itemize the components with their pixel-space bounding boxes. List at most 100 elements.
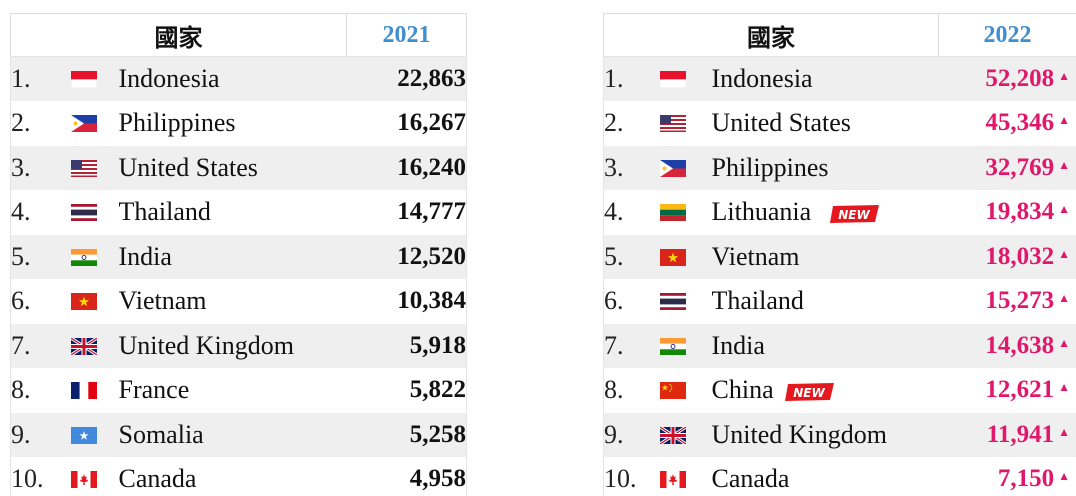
country-name: Indonesia xyxy=(711,56,939,101)
thailand-flag-icon xyxy=(71,204,97,221)
rank-cell: 5. xyxy=(10,234,71,279)
value-text: 45,346 xyxy=(985,109,1055,137)
table-row: 7. India 14,638▲ xyxy=(603,323,1076,368)
country-name: Canada xyxy=(711,464,790,494)
country-name: India xyxy=(118,234,347,279)
india-flag-icon xyxy=(71,249,97,266)
country-name: United Kingdom xyxy=(118,323,347,368)
value-cell: 14,638▲ xyxy=(938,323,1076,368)
country-cell: China NEW xyxy=(712,368,939,413)
table-row: 5. India 12,520 xyxy=(10,234,468,279)
up-triangle-icon: ▲ xyxy=(1058,202,1071,217)
up-triangle-icon: ▲ xyxy=(1058,291,1071,306)
rank-cell: 7. xyxy=(10,323,71,368)
table-header-row: 國家 2022 xyxy=(602,13,1076,57)
up-triangle-icon: ▲ xyxy=(1058,380,1071,395)
table-row: 4. Thailand 14,777 xyxy=(10,190,468,235)
rank-cell: 3. xyxy=(603,145,660,190)
table-row: 3. Philippines 32,769▲ xyxy=(603,145,1076,190)
up-triangle-icon: ▲ xyxy=(1058,157,1071,172)
table-row: 9. Somalia 5,258 xyxy=(10,412,468,457)
year-column-header: 2022 xyxy=(938,13,1076,57)
country-name: Thailand xyxy=(711,286,804,316)
value-cell: 18,032▲ xyxy=(938,234,1076,279)
value-text: 52,208 xyxy=(985,65,1055,92)
value-cell: 7,150▲ xyxy=(938,457,1076,496)
indonesia-flag-icon xyxy=(71,71,97,88)
table-row: 2. Philippines 16,267 xyxy=(10,101,468,146)
value-cell: 12,520 xyxy=(346,234,468,279)
value-cell: 14,777 xyxy=(346,190,468,235)
new-badge-text: NEW xyxy=(793,386,825,400)
value-cell: 4,958 xyxy=(346,457,468,496)
rank-cell: 2. xyxy=(603,101,660,146)
rank-cell: 5. xyxy=(603,234,660,279)
value-cell: 32,769▲ xyxy=(938,145,1076,190)
rank-cell: 8. xyxy=(10,368,71,413)
table-row: 5. Vietnam 18,032▲ xyxy=(603,234,1076,279)
rank-cell: 2. xyxy=(10,101,71,146)
value-text: 14,638 xyxy=(985,331,1055,359)
table-row: 9. United Kingdom 11,941▲ xyxy=(603,412,1076,457)
country-name: United States xyxy=(118,145,347,190)
table-row: 6. Thailand 15,273▲ xyxy=(603,279,1076,324)
table-row: 7. United Kingdom 5,918 xyxy=(10,323,468,368)
country-name: Somalia xyxy=(118,412,347,457)
united-kingdom-flag-icon xyxy=(71,338,97,355)
value-cell: 12,621▲ xyxy=(938,368,1076,413)
value-text: 19,834 xyxy=(985,198,1055,226)
new-badge-text: NEW xyxy=(838,208,870,222)
rank-cell: 6. xyxy=(603,279,660,324)
canada-flag-icon xyxy=(71,471,97,488)
rank-cell: 9. xyxy=(603,412,660,457)
rank-cell: 3. xyxy=(10,145,71,190)
up-triangle-icon: ▲ xyxy=(1058,335,1071,350)
country-column-header: 國家 xyxy=(602,13,939,57)
united-states-flag-icon xyxy=(71,160,97,177)
country-name: Vietnam xyxy=(711,234,939,279)
rank-cell: 4. xyxy=(10,190,71,235)
country-name: China xyxy=(711,375,774,405)
value-cell: 15,273▲ xyxy=(938,279,1076,324)
rank-cell: 1. xyxy=(10,56,71,101)
value-cell: 52,208▲ xyxy=(938,56,1076,101)
united-kingdom-flag-icon xyxy=(660,427,686,444)
up-triangle-icon: ▲ xyxy=(1058,113,1071,128)
france-flag-icon xyxy=(71,382,97,399)
rank-cell: 9. xyxy=(10,412,71,457)
country-name: United States xyxy=(711,108,851,138)
country-name: Indonesia xyxy=(118,56,347,101)
vietnam-flag-icon xyxy=(660,249,686,266)
country-name: France xyxy=(118,375,190,405)
value-text: 18,032 xyxy=(985,242,1055,270)
table-row: 10. Canada 7,150▲ xyxy=(603,457,1076,496)
table-row: 8. China NEW 12,621▲ xyxy=(603,368,1076,413)
somalia-flag-icon xyxy=(71,427,97,444)
value-cell: 5,822 xyxy=(346,368,468,413)
table-row: 1. Indonesia 22,863 xyxy=(10,56,468,101)
rank-cell: 7. xyxy=(603,323,660,368)
up-triangle-icon: ▲ xyxy=(1058,69,1071,83)
thailand-flag-icon xyxy=(660,293,686,310)
ranking-table-2022: 國家 2022 1. Indonesia 52,208▲ 2. United S… xyxy=(602,13,1076,496)
new-badge-icon: NEW xyxy=(830,205,880,224)
country-name: India xyxy=(711,323,939,368)
united-states-flag-icon xyxy=(660,115,686,132)
value-cell: 10,384 xyxy=(346,279,468,324)
country-name: Philippines xyxy=(118,108,236,138)
table-row: 6. Vietnam 10,384 xyxy=(10,279,468,324)
rank-cell: 8. xyxy=(603,368,660,413)
country-name: Canada xyxy=(118,464,197,494)
value-text: 11,941 xyxy=(986,420,1055,448)
country-name: Vietnam xyxy=(118,286,207,316)
table-row: 1. Indonesia 52,208▲ xyxy=(603,56,1076,101)
table-row: 10. Canada 4,958 xyxy=(10,457,468,496)
country-name: United Kingdom xyxy=(711,412,939,457)
rank-cell: 4. xyxy=(603,190,660,235)
value-text: 7,150 xyxy=(997,465,1055,493)
canada-flag-icon xyxy=(660,471,686,488)
up-triangle-icon: ▲ xyxy=(1058,469,1071,484)
vietnam-flag-icon xyxy=(71,293,97,310)
